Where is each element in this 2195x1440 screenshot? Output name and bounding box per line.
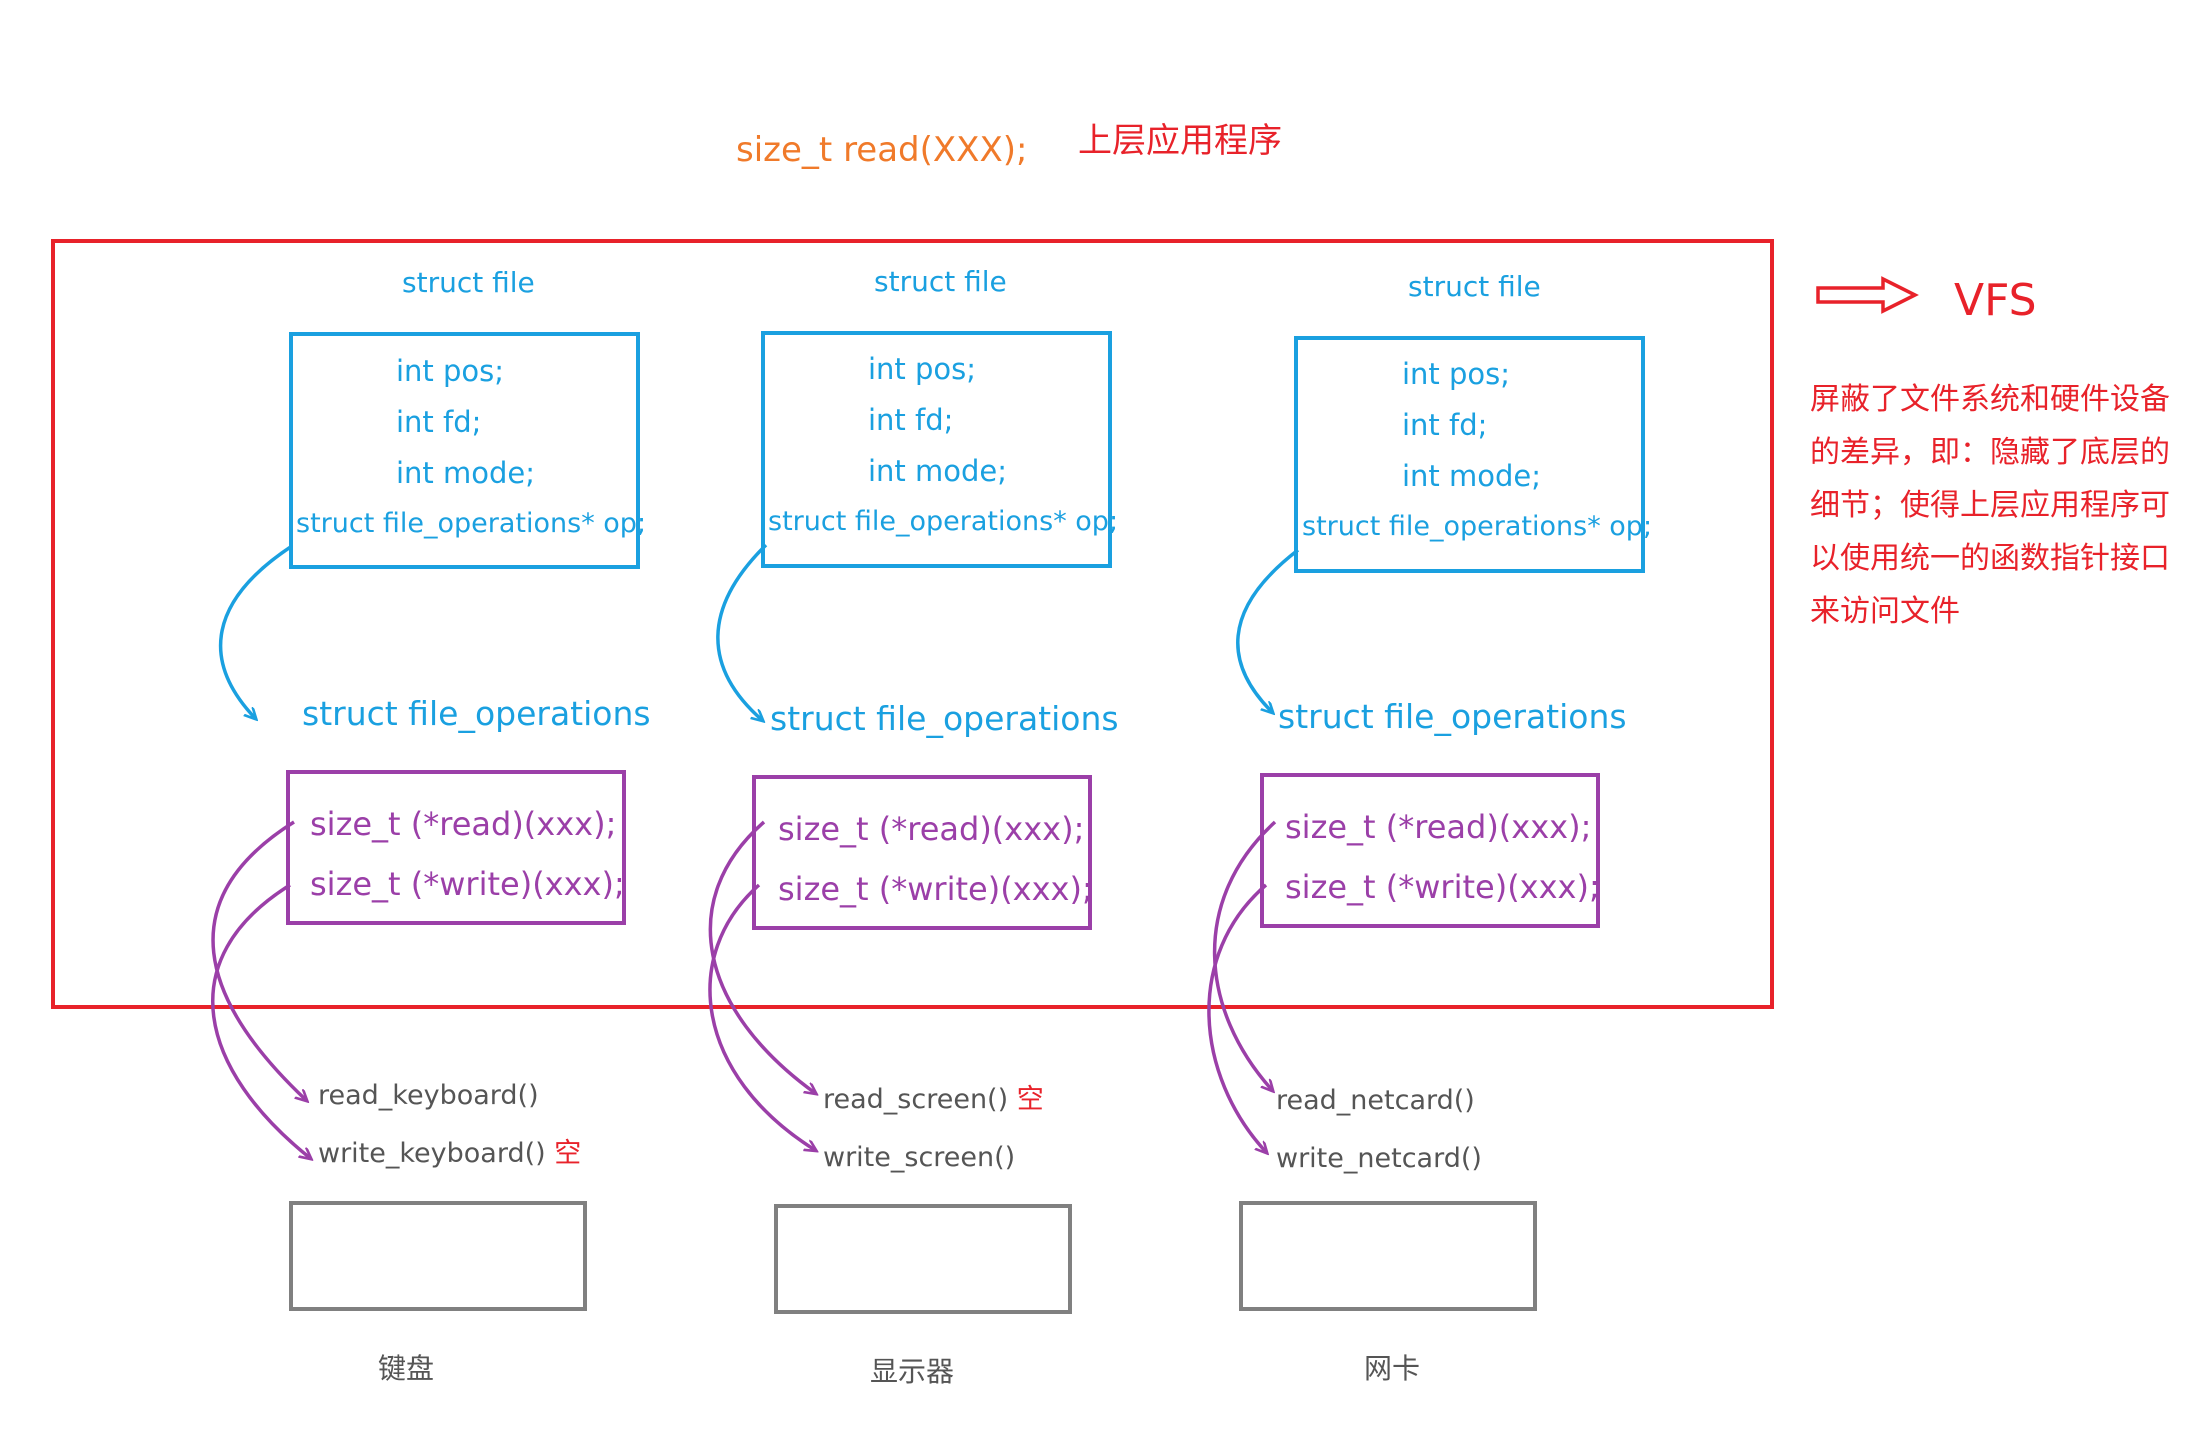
device-box-1: [289, 1201, 587, 1311]
vfs-arrow-icon: [1816, 276, 1919, 314]
field-op-2: struct file_operations* op;: [768, 506, 1119, 537]
struct-file-box-1: [289, 332, 640, 569]
driver-write-3: write_netcard(): [1276, 1143, 1482, 1174]
driver-read-2: read_screen() 空: [823, 1084, 1044, 1115]
file-ops-title-2: struct file_operations: [770, 699, 1119, 738]
vfs-label: VFS: [1954, 275, 2037, 326]
device-label-3: 网卡: [1364, 1352, 1421, 1385]
ops-write-3: size_t (*write)(xxx);: [1285, 868, 1600, 906]
upper-layer-label: 上层应用程序: [1078, 121, 1282, 161]
write-pointer-arrow-1: [210, 883, 310, 1158]
field-fd-1: int fd;: [396, 405, 482, 439]
ops-read-1: size_t (*read)(xxx);: [310, 805, 617, 843]
driver-write-1: write_keyboard() 空: [318, 1138, 582, 1169]
driver-write-2: write_screen(): [823, 1142, 1016, 1173]
ops-read-2: size_t (*read)(xxx);: [778, 810, 1085, 848]
struct-file-title-1: struct file: [402, 266, 535, 299]
write-pointer-arrow-3: [1207, 883, 1266, 1152]
device-box-3: [1239, 1201, 1537, 1311]
driver-read-1: read_keyboard(): [318, 1080, 539, 1111]
driver-read-3: read_netcard(): [1276, 1085, 1475, 1116]
struct-file-title-2: struct file: [874, 265, 1007, 298]
field-pos-2: int pos;: [868, 352, 977, 386]
field-fd-2: int fd;: [868, 403, 954, 437]
vfs-description: 屏蔽了文件系统和硬件设备的差异，即：隐藏了底层的细节；使得上层应用程序可以使用统…: [1810, 382, 2170, 629]
file-ops-box-3: [1260, 773, 1600, 928]
field-pos-1: int pos;: [396, 354, 505, 388]
device-label-1: 键盘: [378, 1352, 435, 1385]
read-pointer-arrow-1: [211, 820, 306, 1100]
file-ops-title-3: struct file_operations: [1278, 697, 1627, 736]
field-pos-3: int pos;: [1402, 357, 1511, 391]
syscall-signature: size_t read(XXX);: [736, 130, 1028, 170]
ops-write-2: size_t (*write)(xxx);: [778, 870, 1093, 908]
file-ops-box-1: [286, 770, 626, 925]
vfs-boundary-box: [51, 239, 1774, 1009]
ops-read-3: size_t (*read)(xxx);: [1285, 808, 1592, 846]
field-mode-2: int mode;: [868, 454, 1008, 488]
field-mode-3: int mode;: [1402, 459, 1542, 493]
empty-note: 空: [554, 1138, 582, 1169]
field-op-1: struct file_operations* op;: [296, 508, 647, 539]
device-label-2: 显示器: [870, 1355, 955, 1388]
struct-file-box-2: [761, 331, 1112, 568]
field-fd-3: int fd;: [1402, 408, 1488, 442]
struct-file-title-3: struct file: [1408, 270, 1541, 303]
read-pointer-arrow-2: [708, 820, 815, 1093]
struct-file-box-3: [1294, 336, 1645, 573]
field-mode-1: int mode;: [396, 456, 536, 490]
device-box-2: [774, 1204, 1072, 1314]
op-pointer-arrow-1: [218, 544, 293, 718]
field-op-3: struct file_operations* op;: [1302, 511, 1653, 542]
op-pointer-arrow-2: [716, 543, 768, 720]
write-pointer-arrow-2: [708, 883, 815, 1150]
read-pointer-arrow-3: [1212, 820, 1277, 1090]
file-ops-box-2: [752, 775, 1092, 930]
empty-note: 空: [1016, 1084, 1044, 1115]
ops-write-1: size_t (*write)(xxx);: [310, 865, 625, 903]
file-ops-title-1: struct file_operations: [302, 694, 651, 733]
op-pointer-arrow-3: [1236, 548, 1300, 712]
